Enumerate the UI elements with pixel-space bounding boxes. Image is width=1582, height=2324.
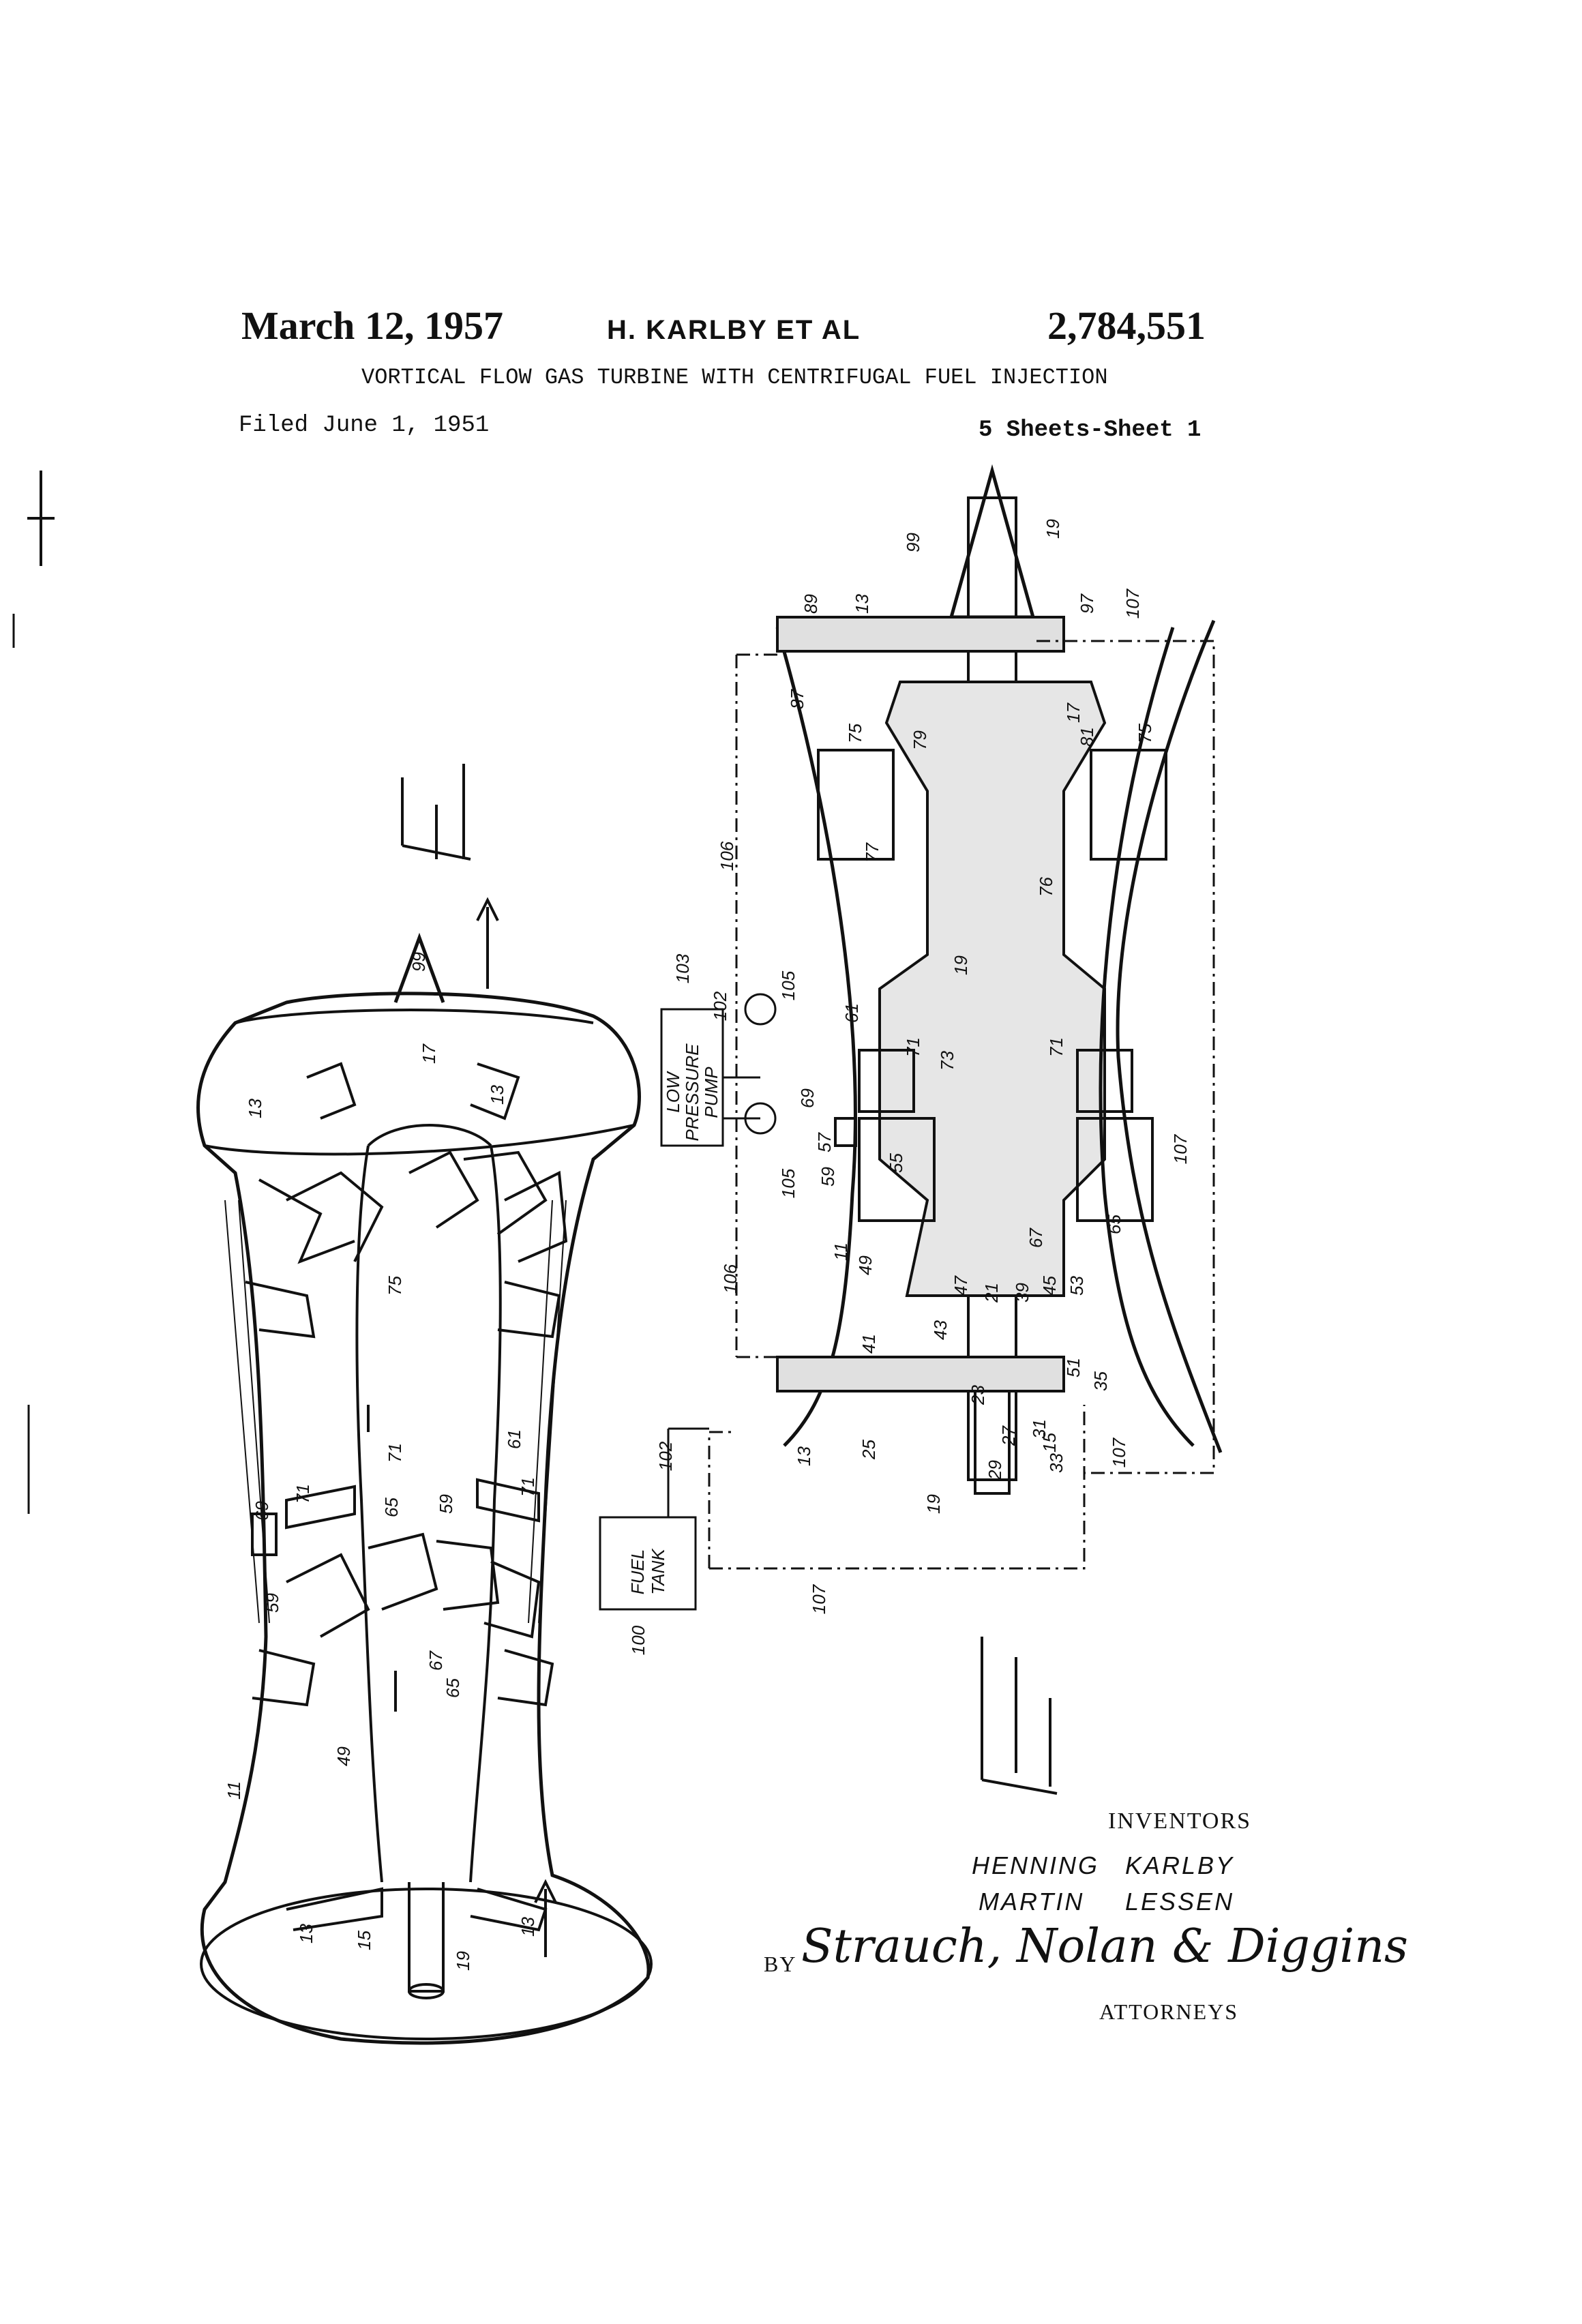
fig1-ref-2: 13 <box>244 1099 265 1118</box>
fig2-ref-26: 59 <box>817 1167 838 1187</box>
fig2-ref-50: 29 <box>984 1460 1005 1480</box>
fig2-ref-30: 47 <box>950 1276 971 1296</box>
fig1-label-mark <box>401 764 471 861</box>
fig2-ref-10: 81 <box>1076 727 1097 747</box>
fig2-ref-0: 99 <box>902 533 923 552</box>
fig2-ref-23: 69 <box>796 1088 818 1108</box>
fig2-ref-18: 105 <box>778 970 799 1001</box>
fig2-ref-52: 107 <box>1109 1437 1130 1468</box>
fig2-ref-37: 67 <box>1025 1228 1046 1248</box>
fig1-ref-3: 13 <box>486 1085 507 1105</box>
fig1-turbine <box>196 897 653 2045</box>
fig2-ref-1: 19 <box>1042 519 1063 539</box>
inventor-2-first: MARTIN <box>979 1888 1085 1916</box>
sheet-count: 5 Sheets-Sheet 1 <box>979 417 1202 443</box>
fig2-ref-36: 53 <box>1066 1276 1087 1296</box>
fig2-ref-17: 102 <box>710 991 731 1022</box>
fig2-ref-54: 100 <box>628 1625 649 1656</box>
filed-date: Filed June 1, 1951 <box>239 413 490 438</box>
fig2-ref-7: 75 <box>844 724 865 743</box>
fig2-ref-51: 19 <box>923 1494 944 1514</box>
fig1-ref-10: 65 <box>380 1498 402 1517</box>
fig1-ref-4: 75 <box>384 1276 405 1296</box>
fig2-ref-19: 61 <box>841 1003 862 1023</box>
fig1-ref-8: 71 <box>292 1484 313 1504</box>
fig2-ref-44: 51 <box>1062 1358 1084 1377</box>
fig2-ref-49: 33 <box>1045 1453 1066 1473</box>
patent-number: 2,784,551 <box>1047 303 1206 348</box>
fig2-ref-46: 27 <box>998 1426 1019 1446</box>
fig1-ref-16: 11 <box>224 1781 244 1800</box>
fig2-ref-8: 79 <box>909 730 930 750</box>
fig1-ref-12: 59 <box>261 1593 282 1613</box>
fig2-ref-42: 25 <box>858 1440 879 1459</box>
fig2-ref-55: 107 <box>809 1584 830 1615</box>
inventors-heading: INVENTORS <box>1108 1808 1252 1834</box>
fig1-ref-13: 67 <box>425 1651 446 1671</box>
fig2-ref-5: 107 <box>1122 589 1144 619</box>
fig2-ref-29: 49 <box>854 1255 876 1275</box>
fig2-ref-48: 15 <box>1039 1433 1060 1452</box>
patent-date: March 12, 1957 <box>241 303 503 348</box>
fig2-ref-24: 57 <box>814 1133 835 1152</box>
fig1-ref-17: 13 <box>295 1924 316 1943</box>
fig2-ref-31: 43 <box>929 1320 951 1340</box>
fig1-ref-18: 15 <box>353 1931 374 1950</box>
fig2-ref-41: 13 <box>793 1446 814 1466</box>
fig2-ref-35: 45 <box>1039 1276 1060 1296</box>
attorneys-heading: ATTORNEYS <box>1099 1999 1239 2024</box>
by-label: BY <box>764 1952 797 1976</box>
inventor-short: H. KARLBY ET AL <box>607 315 861 345</box>
fig2-ref-40: 106 <box>720 1264 741 1294</box>
fig2-label-mark <box>981 1637 1058 1795</box>
fig2-ref-12: 77 <box>861 843 882 863</box>
fig2-ref-4: 97 <box>1076 594 1097 614</box>
fig2-cross-section <box>667 464 1223 1570</box>
fig2-ref-28: 11 <box>831 1242 851 1261</box>
fig2-ref-27: 105 <box>778 1168 799 1199</box>
fig1-ref-14: 65 <box>442 1678 463 1698</box>
fig1-ref-15: 49 <box>333 1746 354 1766</box>
fig2-ref-45: 35 <box>1090 1371 1111 1391</box>
fig1-ref-11: 59 <box>435 1494 456 1514</box>
fig1-ref-0: 99 <box>408 952 429 972</box>
patent-title: VORTICAL FLOW GAS TURBINE WITH CENTRIFUG… <box>361 365 1108 390</box>
fig2-ref-43: 23 <box>967 1385 988 1405</box>
fig2-ref-34: 39 <box>1011 1283 1032 1302</box>
attorneys-signature: Strauch, Nolan & Diggins <box>801 1920 1408 1973</box>
fig2-ref-25: 55 <box>885 1153 906 1173</box>
inventor-1-first: HENNING <box>972 1851 1100 1879</box>
inventor-2-last: LESSEN <box>1125 1888 1235 1916</box>
fig1-ref-6: 71 <box>384 1443 405 1463</box>
inventor-1-last: KARLBY <box>1125 1851 1235 1879</box>
fig2-ref-9: 17 <box>1062 703 1084 723</box>
fig2-ref-15: 106 <box>717 841 738 872</box>
fig2-ref-16: 103 <box>672 953 693 984</box>
fuel-tank-box <box>599 1516 697 1611</box>
fig2-ref-2: 89 <box>800 594 821 614</box>
fig2-ref-21: 73 <box>936 1051 957 1071</box>
fig2-ref-13: 76 <box>1035 877 1056 897</box>
fig2-ref-3: 13 <box>851 594 872 614</box>
fig1-ref-19: 19 <box>452 1951 473 1971</box>
fig2-ref-6: 87 <box>786 689 807 709</box>
fig2-ref-53: 102 <box>655 1441 676 1472</box>
fig2-ref-22: 71 <box>1045 1037 1066 1057</box>
fig2-ref-39: 107 <box>1170 1134 1191 1165</box>
fig2-ref-32: 41 <box>858 1334 879 1354</box>
fig2-ref-14: 19 <box>950 955 971 975</box>
fig2-ref-11: 75 <box>1134 724 1155 743</box>
fig2-ref-33: 21 <box>981 1283 1002 1302</box>
fig1-ref-5: 61 <box>503 1429 524 1449</box>
fig2-ref-38: 65 <box>1103 1215 1124 1234</box>
fig1-ref-7: 71 <box>517 1477 538 1497</box>
fig1-ref-20: 13 <box>517 1917 538 1937</box>
fig1-ref-1: 17 <box>418 1044 439 1064</box>
fig2-ref-20: 71 <box>902 1037 923 1057</box>
fig1-ref-9: 69 <box>251 1501 272 1521</box>
